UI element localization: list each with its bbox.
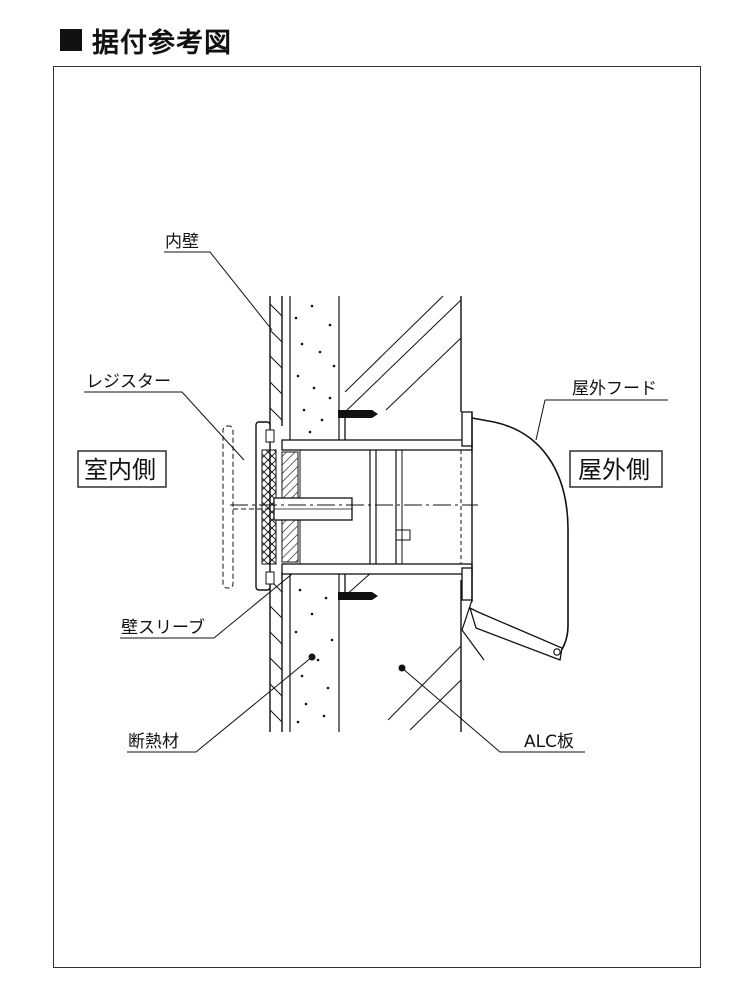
indoor-side-box: 室内側 — [77, 450, 167, 488]
label-insulation: 断熱材 — [128, 732, 179, 752]
title-text: 据付参考図 — [92, 27, 232, 59]
screws — [338, 410, 378, 600]
register — [222, 421, 353, 591]
wall-sleeve — [281, 411, 473, 601]
label-register: レジスター — [86, 372, 171, 392]
label-wall-sleeve: 壁スリーブ — [121, 617, 205, 638]
diagram-frame — [53, 66, 701, 968]
label-outdoor-side: 屋外側 — [578, 456, 650, 484]
inner-wall-board — [269, 296, 283, 732]
leader-lines — [84, 251, 668, 753]
outdoor-hood — [461, 412, 569, 661]
label-indoor-side: 室内側 — [84, 456, 156, 484]
label-inner-wall: 内壁 — [165, 232, 199, 252]
page-title: 据付参考図 — [60, 22, 232, 59]
alc-panel — [344, 295, 462, 732]
title-square-icon — [60, 29, 82, 51]
label-alc-panel: ALC板 — [524, 732, 574, 752]
label-outdoor-hood: 屋外フード — [572, 379, 657, 399]
outdoor-side-box: 屋外側 — [569, 450, 663, 488]
